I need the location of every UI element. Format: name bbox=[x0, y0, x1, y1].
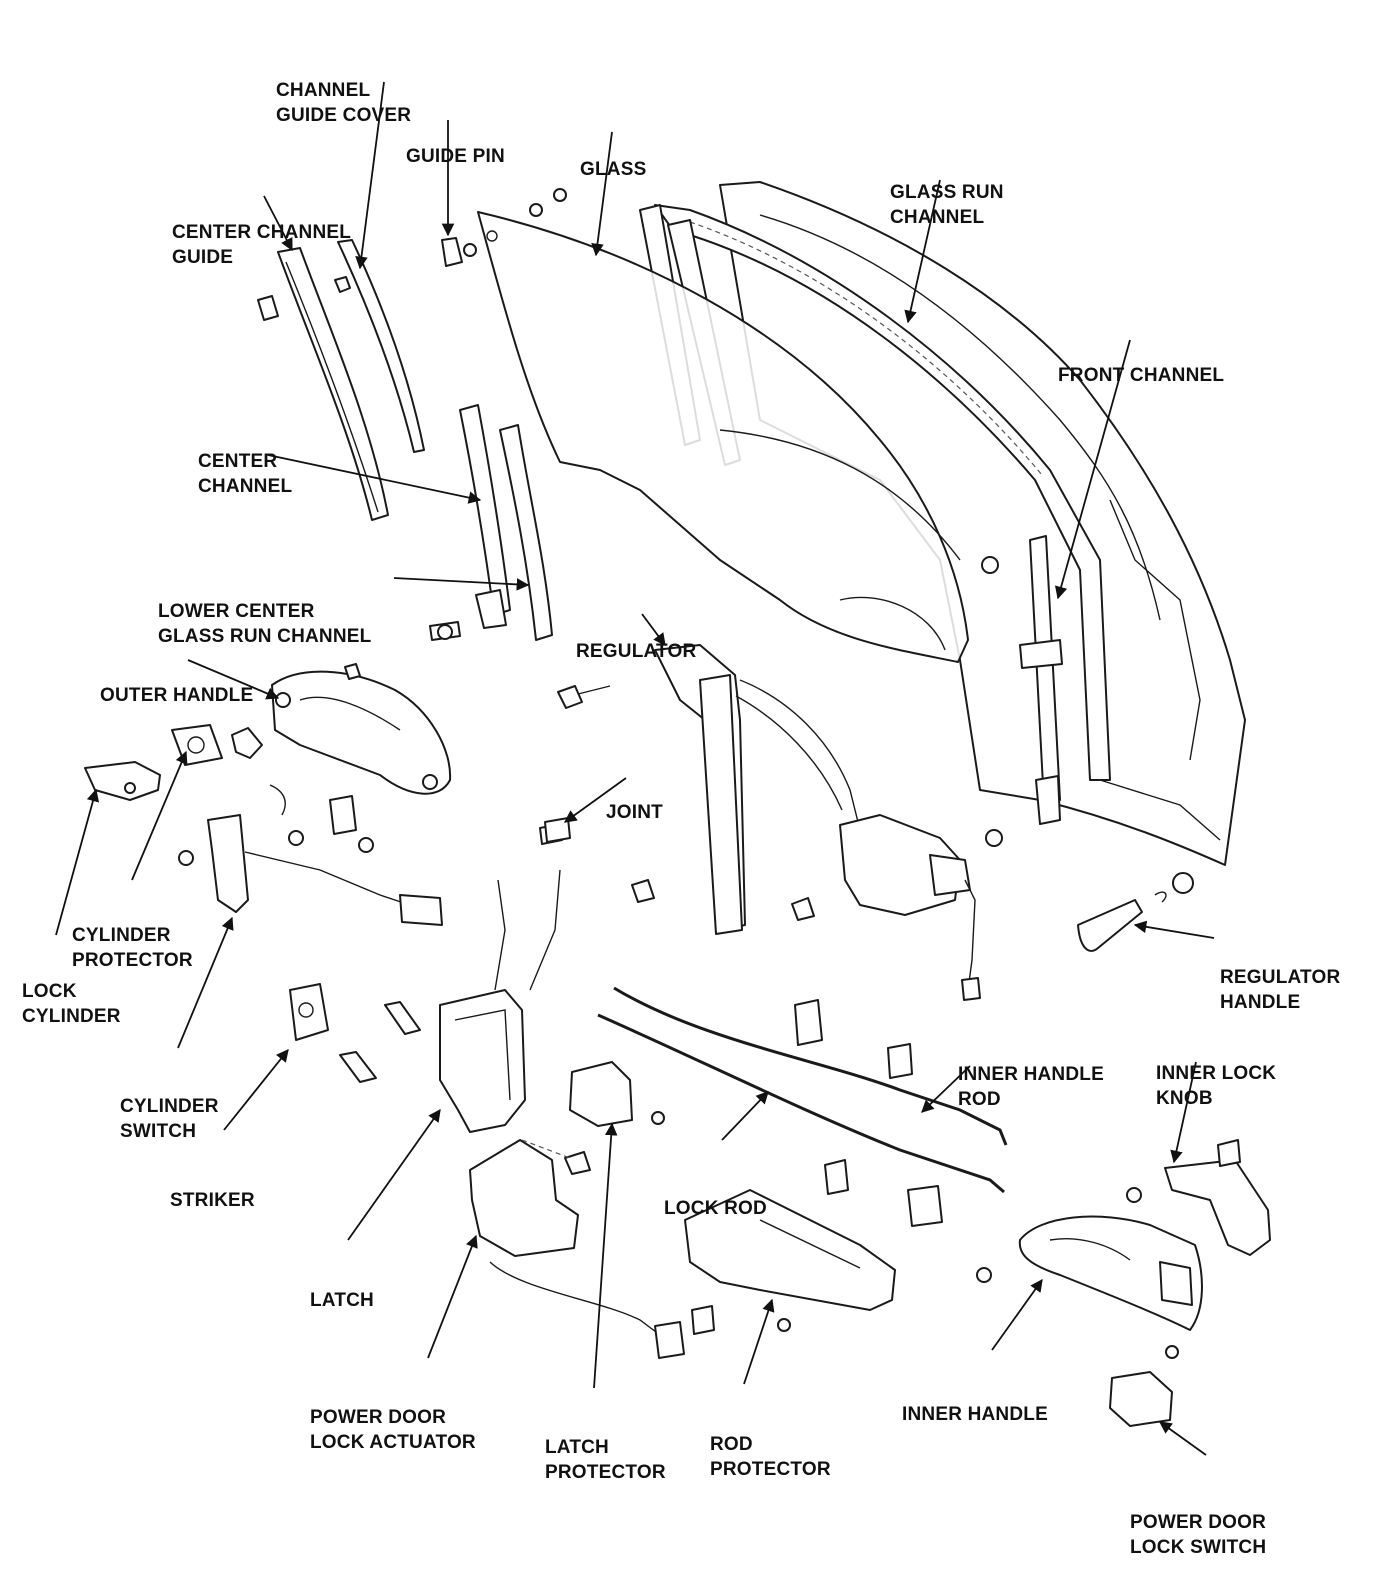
latch-protector-part bbox=[569, 1061, 665, 1127]
door-panel bbox=[719, 181, 1246, 866]
label-lock-rod: LOCK ROD bbox=[664, 1198, 767, 1219]
glass-part bbox=[477, 211, 969, 663]
label-latch: LATCH bbox=[310, 1290, 374, 1311]
center-channel-guide-part bbox=[257, 239, 425, 521]
inner-lock-knob-part bbox=[1126, 1139, 1271, 1256]
guide-pin-part bbox=[441, 188, 567, 267]
outer-handle-part bbox=[231, 663, 452, 795]
label-joint: JOINT bbox=[606, 802, 663, 823]
label-glass: GLASS bbox=[580, 159, 647, 180]
inner-handle-part bbox=[976, 1215, 1203, 1331]
leader-lines bbox=[55, 81, 1215, 1456]
label-inner-handle: INNER HANDLE bbox=[902, 1404, 1048, 1425]
label-striker: STRIKER bbox=[170, 1190, 255, 1211]
power-door-lock-actuator-part bbox=[469, 1139, 685, 1359]
power-door-lock-switch-part bbox=[1109, 1345, 1179, 1427]
front-channel-part bbox=[981, 535, 1063, 847]
rod-protector-part bbox=[684, 1159, 943, 1335]
label-regulator: REGULATOR bbox=[576, 641, 697, 662]
door-parts-diagram bbox=[55, 81, 1271, 1456]
striker-part bbox=[289, 983, 421, 1083]
label-outer-handle: OUTER HANDLE bbox=[100, 685, 254, 706]
lock-cylinder-part bbox=[84, 724, 223, 801]
label-guide-pin: GUIDE PIN bbox=[406, 146, 505, 167]
center-channel-part bbox=[429, 404, 553, 641]
regulator-handle-part bbox=[1077, 872, 1194, 952]
latch-part bbox=[439, 823, 563, 1133]
cylinder-switch-part bbox=[178, 784, 443, 926]
label-front-channel: FRONT CHANNEL bbox=[1058, 365, 1225, 386]
joint-part bbox=[544, 817, 571, 843]
regulator-part bbox=[557, 644, 981, 1001]
